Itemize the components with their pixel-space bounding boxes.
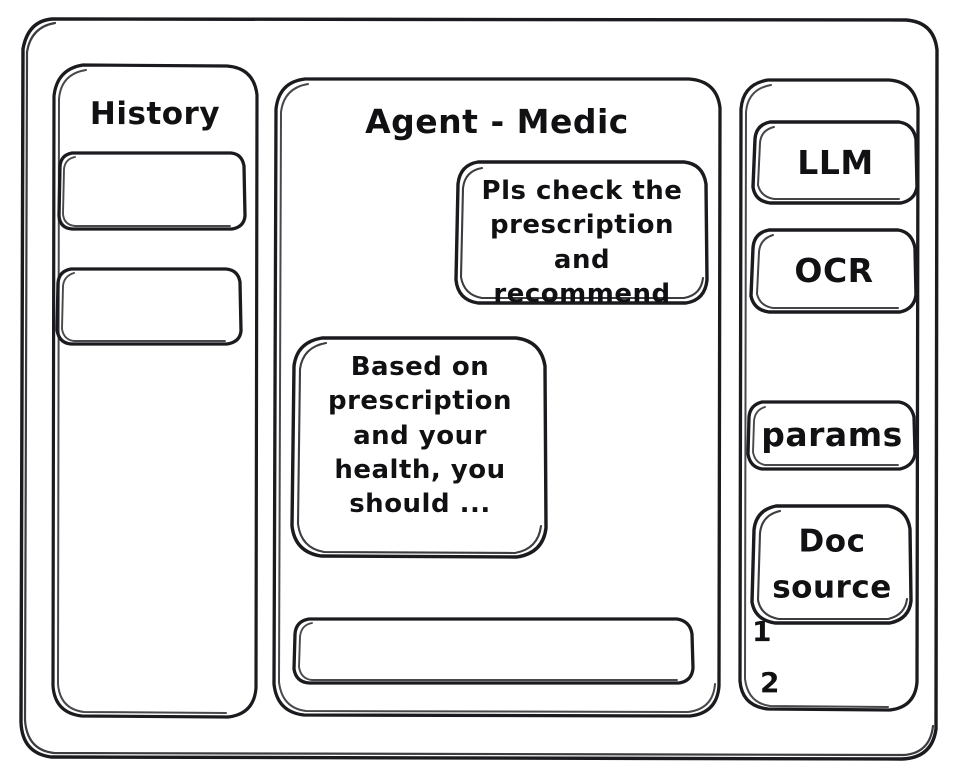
- tool-button-params[interactable]: params: [746, 399, 918, 471]
- history-item[interactable]: [57, 150, 247, 232]
- chat-message-assistant: Based on prescription and your health, y…: [289, 334, 551, 562]
- doc-source-item-1[interactable]: 1: [752, 615, 772, 648]
- history-panel-title: History: [89, 96, 221, 132]
- chat-message-assistant-text: Based on prescription and your health, y…: [327, 352, 512, 520]
- chat-message-user-text: Pls check the prescription and recommend: [481, 176, 683, 309]
- chat-message-user: Pls check the prescription and recommend: [453, 158, 711, 309]
- tool-button-doc-source[interactable]: Doc source: [750, 503, 914, 626]
- tool-button-ocr-label: OCR: [794, 251, 874, 291]
- tool-button-doc-source-label: Doc source: [772, 523, 892, 606]
- tool-button-ocr[interactable]: OCR: [749, 227, 919, 315]
- doc-source-item-2[interactable]: 2: [760, 666, 780, 699]
- history-item[interactable]: [55, 266, 243, 347]
- tool-button-params-label: params: [761, 415, 903, 455]
- composer-input[interactable]: [292, 616, 695, 686]
- tool-button-llm-label: LLM: [797, 142, 874, 182]
- page-title: Agent - Medic: [365, 102, 629, 141]
- tool-button-llm[interactable]: LLM: [751, 119, 920, 206]
